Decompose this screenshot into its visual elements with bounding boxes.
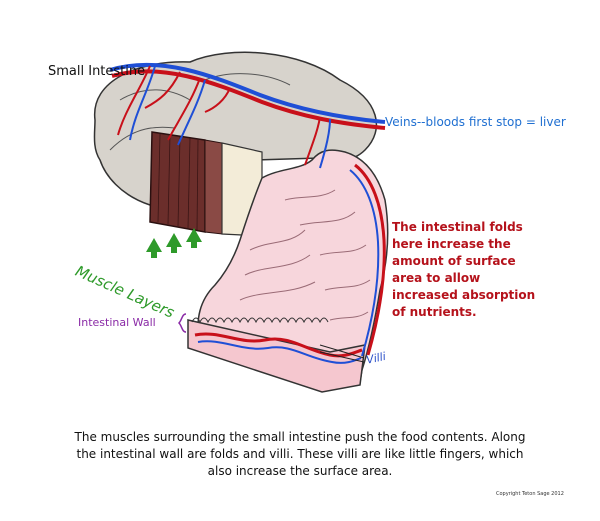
intestinal-wall-label: Intestinal Wall bbox=[78, 316, 156, 329]
villi-pointer bbox=[319, 344, 365, 359]
note-line: amount of surface bbox=[392, 254, 516, 268]
arrow-up-icon bbox=[146, 238, 162, 258]
wall-bracket bbox=[177, 313, 187, 333]
note-line: The intestinal folds bbox=[392, 220, 523, 234]
coil-fold-line bbox=[109, 126, 176, 151]
fold-lines bbox=[239, 189, 371, 321]
arrow-up-icon bbox=[186, 228, 202, 248]
arrow-up-icon bbox=[166, 233, 182, 253]
caption-line: The muscles surrounding the small intest… bbox=[74, 430, 526, 444]
small-intestine-label: Small Intestine bbox=[48, 64, 146, 79]
wall-artery-line bbox=[194, 332, 363, 358]
veins-label: Veins--bloods first stop = liver bbox=[385, 115, 566, 129]
caption-line: the intestinal wall are folds and villi.… bbox=[76, 447, 524, 461]
note-line: area to allow bbox=[392, 271, 481, 285]
vessel-branches bbox=[117, 65, 331, 169]
muscle-arrows bbox=[146, 228, 202, 258]
villi-pointer bbox=[319, 351, 365, 363]
caption-line: also increase the surface area. bbox=[207, 464, 393, 478]
muscle-stripes bbox=[157, 133, 199, 231]
villi-edge bbox=[191, 317, 329, 324]
main-vein bbox=[109, 62, 386, 124]
diagram-caption: The muscles surrounding the small intest… bbox=[26, 429, 574, 480]
note-line: of nutrients. bbox=[392, 305, 477, 319]
side-artery bbox=[354, 163, 386, 356]
muscle-band-inner bbox=[204, 139, 223, 235]
intestinal-folds-note: The intestinal folds here increase the a… bbox=[392, 219, 535, 321]
wall-vein-line bbox=[197, 340, 362, 364]
note-line: increased absorption bbox=[392, 288, 536, 302]
tube-mucosa bbox=[197, 149, 389, 383]
coil-fold-line bbox=[119, 89, 191, 101]
copyright-text: Copyright Teton Sage 2012 bbox=[496, 491, 564, 497]
main-artery bbox=[111, 69, 386, 130]
side-vein bbox=[349, 169, 380, 357]
note-line: here increase the bbox=[392, 237, 511, 251]
